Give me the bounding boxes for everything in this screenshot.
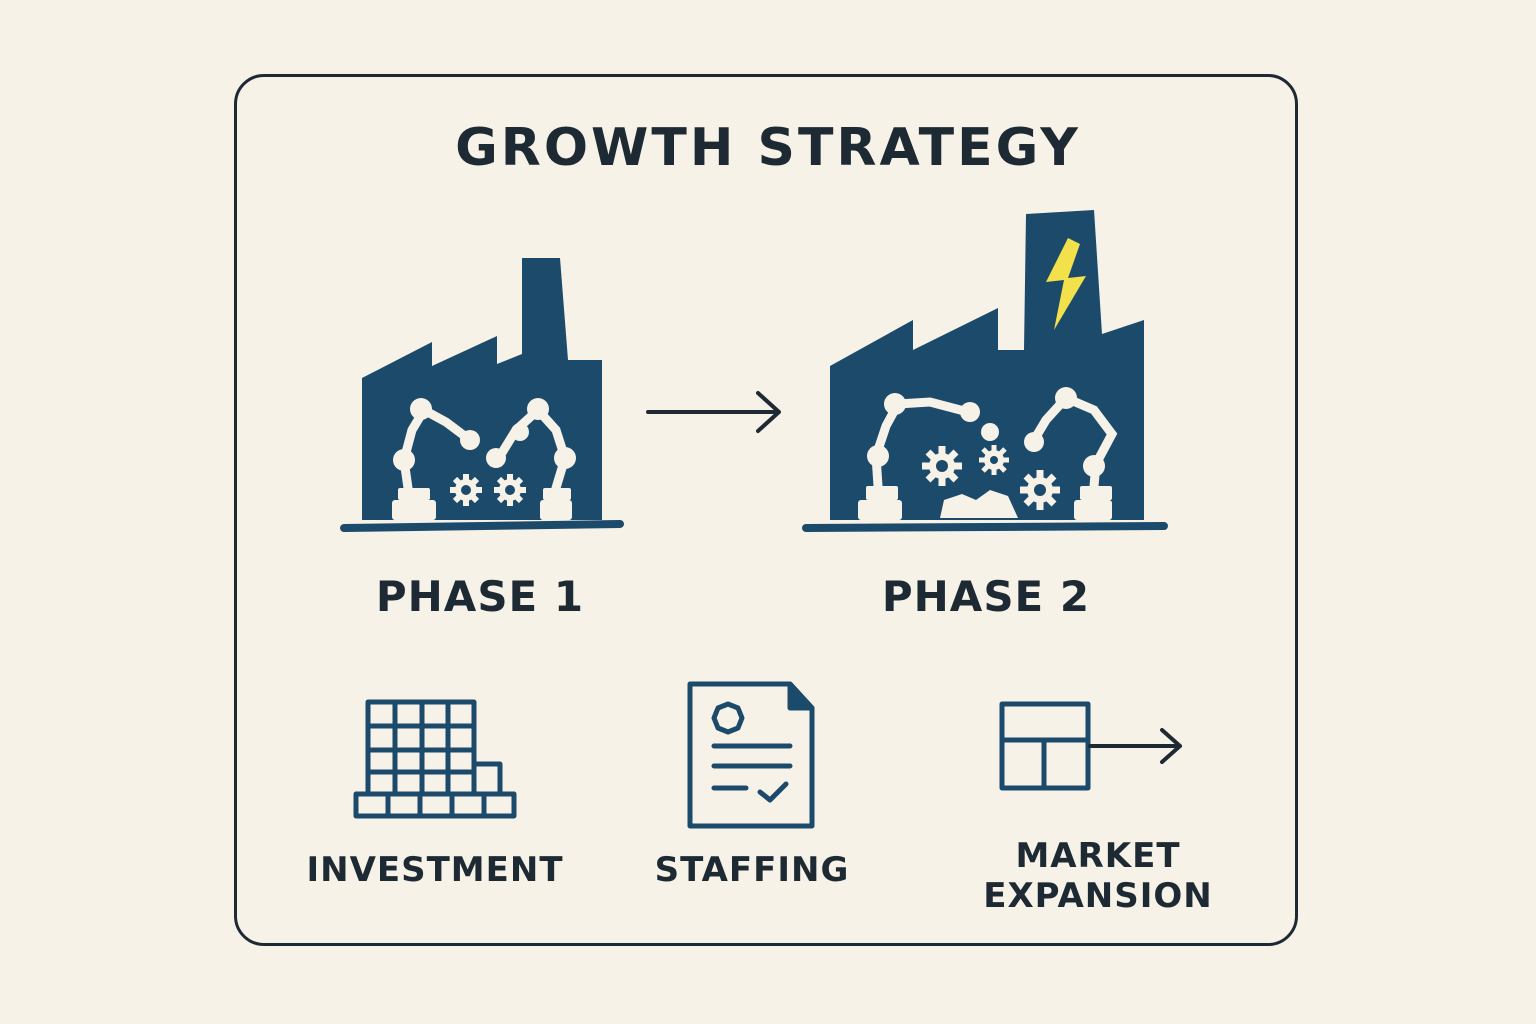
phase-1-label: PHASE 1 <box>375 572 585 621</box>
arrow-right-icon <box>646 391 781 433</box>
lightning-bolt-icon <box>1046 238 1086 330</box>
stacked-boxes-icon <box>353 699 517 819</box>
document-checklist-icon <box>687 681 815 829</box>
staffing-label: STAFFING <box>654 850 850 890</box>
market-expansion-label: MARKET EXPANSION <box>983 836 1213 916</box>
investment-label: INVESTMENT <box>306 850 564 890</box>
diagram-title: GROWTH STRATEGY <box>455 118 1081 178</box>
phase-2-label: PHASE 2 <box>881 572 1091 621</box>
diagram-frame <box>234 74 1298 946</box>
arrow-right-icon <box>1088 728 1182 764</box>
layout-arrow-icon <box>999 701 1091 791</box>
factory-icon <box>340 258 624 532</box>
factory-power-icon <box>802 210 1168 532</box>
